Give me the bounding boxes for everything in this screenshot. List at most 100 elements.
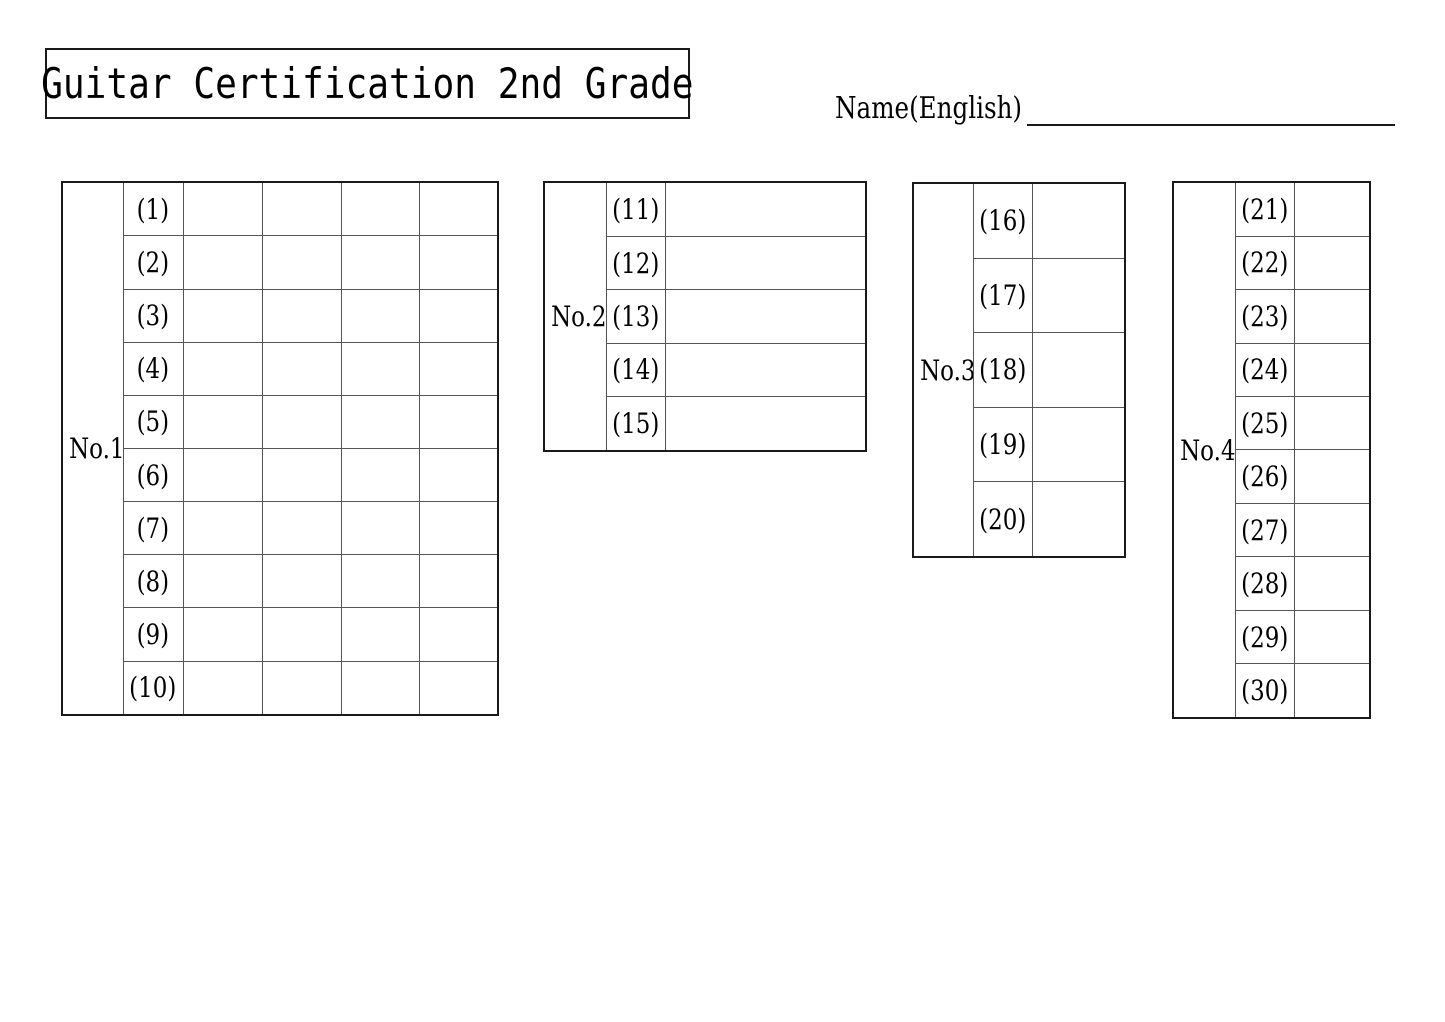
answer-cell[interactable] bbox=[418, 394, 499, 449]
answer-cell[interactable] bbox=[182, 501, 263, 556]
question-row: (3) bbox=[62, 288, 499, 343]
answer-cell[interactable] bbox=[182, 394, 263, 449]
answer-cell[interactable] bbox=[418, 554, 499, 609]
question-number: (14) bbox=[605, 342, 666, 398]
question-number-text: (8) bbox=[136, 564, 170, 598]
answer-cell[interactable] bbox=[1293, 449, 1371, 504]
answer-cell[interactable] bbox=[340, 181, 420, 237]
answer-cell[interactable] bbox=[664, 235, 867, 291]
section-label: No.2 bbox=[543, 181, 607, 452]
answer-cell[interactable] bbox=[418, 288, 499, 343]
answer-cell[interactable] bbox=[340, 341, 420, 396]
answer-cell[interactable] bbox=[1293, 556, 1371, 611]
answer-cell[interactable] bbox=[182, 341, 263, 396]
section-no3-table: No.3(16)(17)(18)(19)(20) bbox=[912, 182, 1126, 558]
question-number: (27) bbox=[1234, 502, 1295, 558]
answer-cell[interactable] bbox=[1293, 663, 1371, 719]
answer-cell[interactable] bbox=[261, 394, 342, 449]
answer-cell[interactable] bbox=[340, 607, 420, 662]
answer-cell[interactable] bbox=[1031, 481, 1126, 558]
question-number-text: (29) bbox=[1240, 620, 1289, 654]
question-row: (27) bbox=[1173, 502, 1371, 558]
question-row: (8) bbox=[62, 554, 499, 609]
answer-cell[interactable] bbox=[1293, 502, 1371, 558]
name-input-line[interactable] bbox=[1027, 90, 1395, 126]
answer-cell[interactable] bbox=[182, 288, 263, 343]
answer-cell[interactable] bbox=[340, 660, 420, 716]
answer-cell[interactable] bbox=[1031, 332, 1126, 408]
answer-cell[interactable] bbox=[418, 181, 499, 237]
answer-cell[interactable] bbox=[418, 607, 499, 662]
answer-cell[interactable] bbox=[261, 288, 342, 343]
question-number-text: (19) bbox=[978, 427, 1027, 461]
answer-cell[interactable] bbox=[340, 501, 420, 556]
question-row: No.4 (21) bbox=[1172, 181, 1371, 719]
question-number: (26) bbox=[1234, 449, 1295, 504]
answer-cell[interactable] bbox=[182, 607, 263, 662]
answer-cell[interactable] bbox=[1031, 406, 1126, 483]
answer-cell[interactable] bbox=[1031, 182, 1126, 259]
question-number-text: (16) bbox=[978, 204, 1027, 238]
question-number-text: (25) bbox=[1240, 406, 1289, 440]
answer-cell[interactable] bbox=[261, 501, 342, 556]
question-number: (18) bbox=[972, 332, 1033, 408]
question-number: (17) bbox=[972, 257, 1033, 334]
section-label-text: No.2 bbox=[551, 300, 606, 333]
question-number: (3) bbox=[122, 288, 184, 343]
answer-cell[interactable] bbox=[340, 394, 420, 449]
answer-cell[interactable] bbox=[418, 501, 499, 556]
answer-cell[interactable] bbox=[418, 235, 499, 290]
answer-cell[interactable] bbox=[664, 342, 867, 398]
question-number: (23) bbox=[1234, 289, 1295, 344]
answer-cell[interactable] bbox=[1293, 342, 1371, 398]
title-box: Guitar Certification 2nd Grade bbox=[41, 48, 694, 119]
question-number: (5) bbox=[122, 394, 184, 449]
answer-cell[interactable] bbox=[1293, 396, 1371, 451]
section-no2-table: No.2(11)(12)(13)(14)(15) bbox=[543, 181, 867, 452]
answer-cell[interactable] bbox=[261, 235, 342, 290]
answer-cell[interactable] bbox=[182, 181, 263, 237]
question-number-text: (5) bbox=[136, 405, 170, 439]
answer-cell[interactable] bbox=[261, 660, 342, 716]
question-number-text: (2) bbox=[136, 245, 170, 279]
answer-cell[interactable] bbox=[182, 660, 263, 716]
answer-cell[interactable] bbox=[261, 447, 342, 503]
answer-cell[interactable] bbox=[1031, 257, 1126, 334]
answer-cell[interactable] bbox=[261, 554, 342, 609]
question-number-text: (4) bbox=[136, 352, 170, 386]
question-number: (15) bbox=[605, 396, 666, 452]
answer-cell[interactable] bbox=[340, 235, 420, 290]
section-label-text: No.4 bbox=[1180, 433, 1235, 467]
answer-cell[interactable] bbox=[1293, 609, 1371, 665]
question-row: (26) bbox=[1173, 449, 1371, 504]
answer-cell[interactable] bbox=[664, 396, 867, 452]
answer-cell[interactable] bbox=[418, 660, 499, 716]
answer-cell[interactable] bbox=[1293, 181, 1371, 237]
answer-cell[interactable] bbox=[261, 181, 342, 237]
question-number-text: (17) bbox=[978, 279, 1027, 313]
question-number: (10) bbox=[122, 660, 184, 716]
question-number: (21) bbox=[1234, 181, 1295, 237]
question-number-text: (21) bbox=[1240, 192, 1289, 226]
answer-cell[interactable] bbox=[418, 447, 499, 503]
answer-cell[interactable] bbox=[664, 181, 867, 237]
question-number-text: (10) bbox=[129, 671, 177, 705]
answer-cell[interactable] bbox=[1293, 235, 1371, 291]
answer-cell[interactable] bbox=[340, 447, 420, 503]
answer-cell[interactable] bbox=[182, 554, 263, 609]
question-number-text: (27) bbox=[1240, 513, 1289, 547]
question-row: (17) bbox=[913, 257, 1126, 334]
question-number-text: (28) bbox=[1240, 567, 1289, 601]
answer-cell[interactable] bbox=[1293, 289, 1371, 344]
answer-cell[interactable] bbox=[261, 607, 342, 662]
answer-cell[interactable] bbox=[418, 341, 499, 396]
section-label: No.3 bbox=[912, 182, 974, 558]
answer-cell[interactable] bbox=[340, 288, 420, 343]
question-number: (6) bbox=[122, 447, 184, 503]
answer-cell[interactable] bbox=[261, 341, 342, 396]
answer-cell[interactable] bbox=[182, 235, 263, 290]
answer-cell[interactable] bbox=[182, 447, 263, 503]
answer-cell[interactable] bbox=[664, 289, 867, 344]
question-number-text: (13) bbox=[611, 299, 660, 333]
answer-cell[interactable] bbox=[340, 554, 420, 609]
